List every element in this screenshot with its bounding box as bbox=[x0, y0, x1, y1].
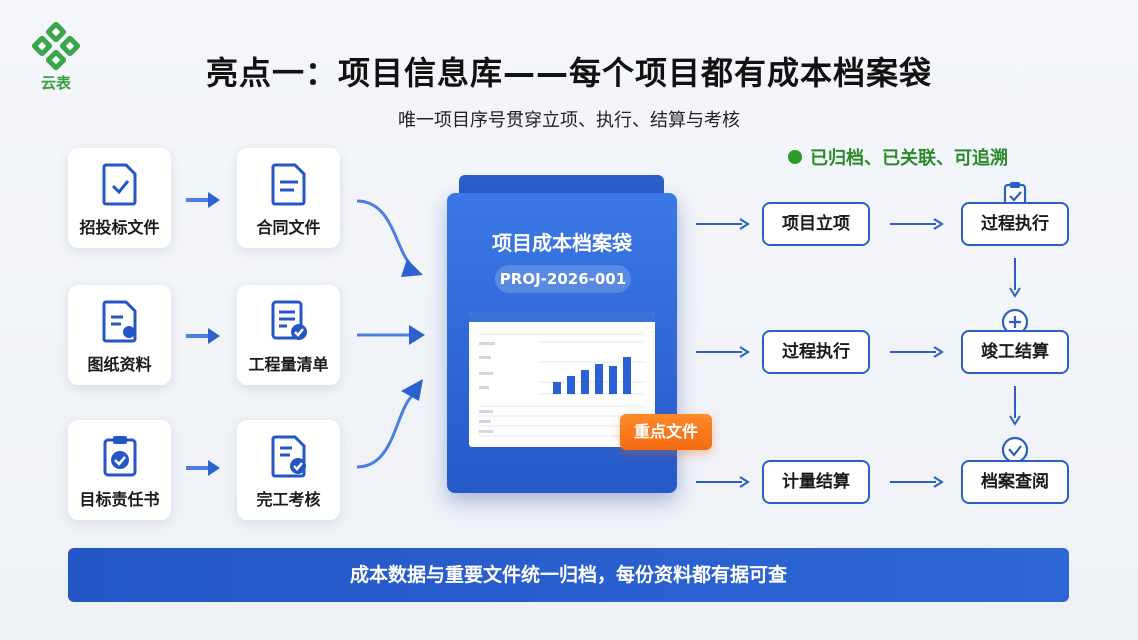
source-card-responsibility[interactable]: 目标责任书 bbox=[68, 420, 171, 520]
arrow-right-icon bbox=[186, 328, 220, 344]
status-dot-icon bbox=[788, 150, 802, 164]
logo-icon bbox=[31, 21, 81, 71]
flow-box-measurement-settlement[interactable]: 计量结算 bbox=[762, 460, 870, 504]
document-lines-icon bbox=[271, 163, 305, 206]
source-label: 招投标文件 bbox=[79, 218, 160, 237]
source-card-contract[interactable]: 合同文件 bbox=[237, 148, 340, 248]
source-label: 图纸资料 bbox=[87, 355, 152, 374]
document-check-badge-icon bbox=[271, 435, 306, 478]
folder-title: 项目成本档案袋 bbox=[492, 231, 632, 255]
arrow-head-icon bbox=[401, 379, 423, 401]
flow-box-project-initiation[interactable]: 项目立项 bbox=[762, 202, 870, 246]
source-label: 合同文件 bbox=[256, 218, 321, 237]
source-card-drawings[interactable]: 图纸资料 bbox=[68, 285, 171, 385]
source-card-completion[interactable]: 完工考核 bbox=[237, 420, 340, 520]
arrow-right-icon bbox=[186, 460, 220, 476]
check-circle-icon bbox=[1001, 436, 1029, 464]
flow-mid-arrows bbox=[890, 218, 944, 488]
arrow-down-icon bbox=[1009, 386, 1021, 426]
flow-box-archive-query[interactable]: 档案查阅 bbox=[961, 460, 1069, 504]
status-text: 已归档、已关联、可追溯 bbox=[810, 148, 1008, 169]
folder-out-arrows bbox=[696, 218, 750, 488]
arrow-head-icon bbox=[409, 325, 425, 345]
mini-bar-chart bbox=[479, 333, 645, 437]
list-check-icon bbox=[271, 300, 307, 340]
document-check-icon bbox=[102, 163, 136, 206]
source-label: 目标责任书 bbox=[79, 490, 160, 509]
source-card-bill-of-quantities[interactable]: 工程量清单 bbox=[237, 285, 340, 385]
converge-arrows bbox=[356, 199, 425, 469]
arrow-down-icon bbox=[1009, 258, 1021, 298]
key-file-badge: 重点文件 bbox=[620, 414, 712, 450]
flow-box-process-execution[interactable]: 过程执行 bbox=[762, 330, 870, 374]
logo-text: 云表 bbox=[40, 74, 71, 92]
folder-project-code: PROJ-2026-001 bbox=[495, 265, 631, 293]
logo: 云表 bbox=[30, 21, 82, 92]
source-card-bidding[interactable]: 招投标文件 bbox=[68, 148, 171, 248]
clipboard-check-icon bbox=[103, 436, 136, 477]
page-subtitle: 唯一项目序号贯穿立项、执行、结算与考核 bbox=[398, 110, 740, 131]
cost-archive-folder[interactable]: 项目成本档案袋 PROJ-2026-001 bbox=[447, 175, 677, 493]
status-indicator: 已归档、已关联、可追溯 bbox=[788, 144, 1008, 170]
source-label: 完工考核 bbox=[256, 490, 321, 509]
document-attachment-icon bbox=[102, 300, 136, 343]
flow-box-completion-settlement[interactable]: 竣工结算 bbox=[961, 330, 1069, 374]
page-title: 亮点一：项目信息库——每个项目都有成本档案袋 bbox=[205, 54, 932, 92]
summary-banner: 成本数据与重要文件统一归档，每份资料都有据可查 bbox=[68, 548, 1069, 602]
flow-box-execution[interactable]: 过程执行 bbox=[961, 202, 1069, 246]
arrow-right-icon bbox=[186, 192, 220, 208]
source-label: 工程量清单 bbox=[248, 355, 329, 374]
arrow-head-icon bbox=[401, 259, 423, 277]
